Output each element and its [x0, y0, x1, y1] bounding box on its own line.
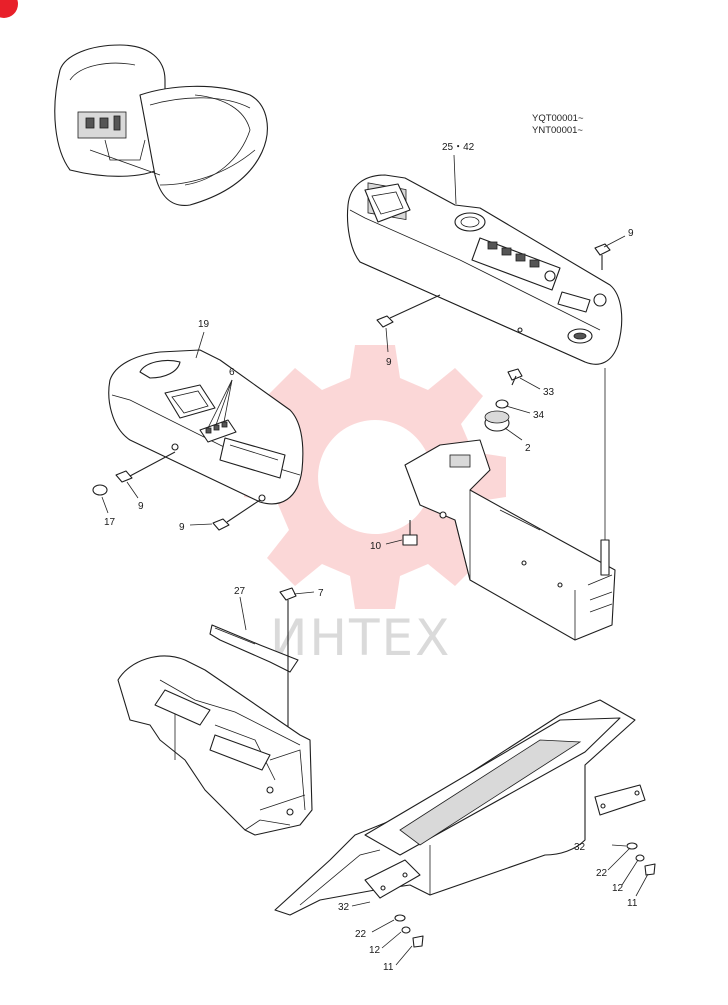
bolt-9-top: [594, 235, 626, 270]
plate-27: [209, 596, 299, 673]
callout-9-middle: 9: [386, 357, 392, 368]
bolt-9-left: [115, 451, 176, 499]
callout-34: 34: [533, 410, 545, 421]
serial-number-1: YQT00001~: [532, 113, 584, 124]
callout-10: 10: [370, 541, 382, 552]
callout-25-42: 25・42: [442, 142, 475, 153]
bolt-9-middle: [376, 294, 441, 353]
fasteners-left: [351, 901, 424, 966]
seat-assembly: [54, 44, 268, 206]
watermark-text: ИНТЕХ: [270, 609, 451, 667]
front-console-cover: [108, 349, 304, 505]
bolt-9-low: [189, 499, 261, 531]
bolt-10: [385, 520, 418, 546]
leader-2: [504, 427, 523, 441]
side-bracket-panel: [404, 410, 616, 641]
armrest-cover: [274, 699, 646, 916]
leader-25-42: [453, 154, 457, 205]
callout-7: 7: [318, 588, 324, 599]
upper-console-panel: [346, 174, 623, 365]
callout-32-left: 32: [338, 902, 350, 913]
lower-console-frame: [117, 655, 313, 836]
fasteners-right: [607, 842, 656, 897]
callout-9-top: 9: [628, 228, 634, 239]
bolt-33: [507, 368, 541, 390]
leader-6a: [207, 379, 233, 429]
callout-32-right: 32: [574, 842, 586, 853]
washer-34: [495, 399, 531, 414]
callout-11-right: 11: [627, 898, 638, 909]
callout-12-left: 12: [369, 945, 381, 956]
callout-6: 6: [229, 367, 235, 378]
callout-33: 33: [543, 387, 555, 398]
callout-11-left: 11: [383, 962, 394, 973]
leader-6b: [215, 379, 233, 426]
callout-9-low: 9: [179, 522, 185, 533]
serial-number-2: YNT00001~: [532, 125, 583, 136]
cap-17: [92, 484, 109, 514]
callout-27: 27: [234, 586, 246, 597]
watermark-gear-logo: [244, 345, 506, 609]
corner-marker: [0, 0, 18, 18]
callout-22-left: 22: [355, 929, 367, 940]
callout-12-right: 12: [612, 883, 624, 894]
callout-2: 2: [525, 443, 531, 454]
leader-19: [195, 331, 205, 359]
leader-6c: [223, 379, 233, 423]
callout-22-right: 22: [596, 868, 608, 879]
callout-17: 17: [104, 517, 116, 528]
callout-19: 19: [198, 319, 210, 330]
callout-9-left: 9: [138, 501, 144, 512]
